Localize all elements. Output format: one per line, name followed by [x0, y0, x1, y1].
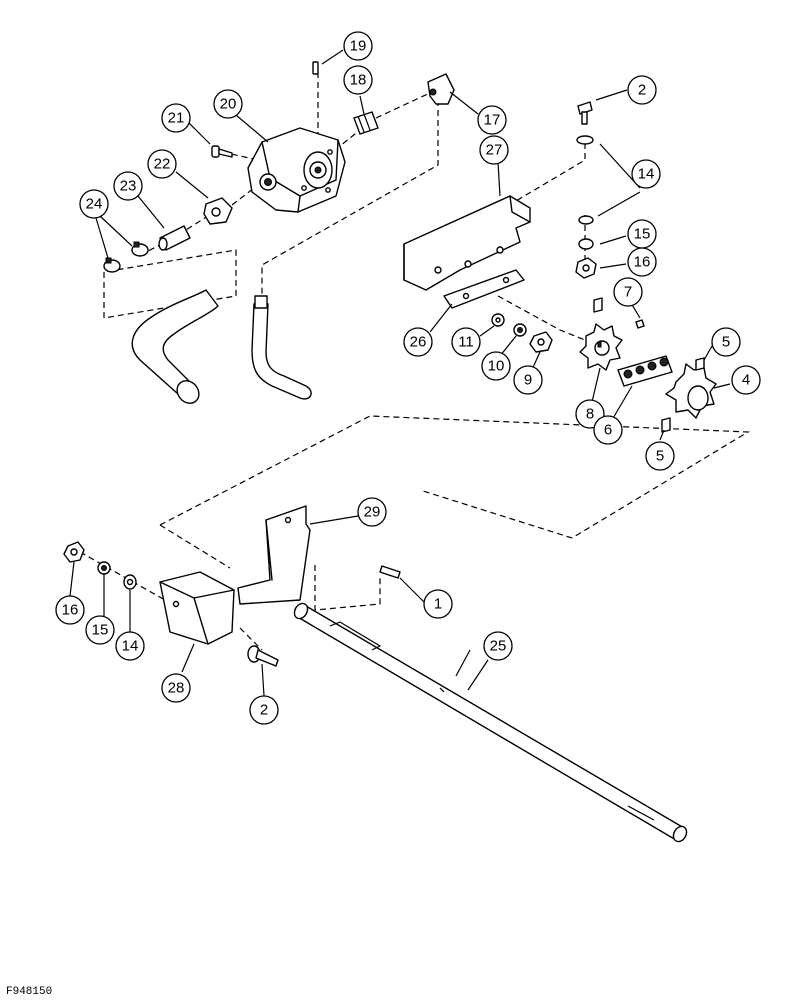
- callout-26: 26: [403, 327, 433, 357]
- svg-text:22: 22: [154, 156, 171, 173]
- svg-text:9: 9: [524, 372, 532, 389]
- svg-text:2: 2: [638, 82, 646, 99]
- svg-text:5: 5: [722, 334, 730, 351]
- svg-text:11: 11: [458, 334, 474, 351]
- callout-20: 20: [213, 89, 243, 119]
- hydraulic-motor-part: [247, 127, 346, 213]
- svg-text:14: 14: [638, 166, 655, 183]
- callout-5-bottom: 5: [645, 441, 675, 471]
- callout-22: 22: [147, 149, 177, 179]
- bracket-hardware-part: [575, 101, 597, 279]
- svg-text:5: 5: [656, 448, 664, 465]
- callout-5-top: 5: [711, 327, 741, 357]
- svg-text:17: 17: [484, 112, 501, 129]
- shaft-key-part: [379, 565, 401, 579]
- svg-text:10: 10: [488, 358, 505, 375]
- svg-text:15: 15: [634, 226, 651, 243]
- roll-pin-part: [312, 61, 319, 75]
- callout-14-bottom: 14: [115, 631, 145, 661]
- callout-1: 1: [423, 589, 453, 619]
- callout-21: 21: [161, 103, 191, 133]
- callout-16-bottom: 16: [55, 595, 85, 625]
- drive-shaft-part: [293, 602, 688, 843]
- callout-15-top: 15: [627, 219, 657, 249]
- svg-text:23: 23: [120, 178, 137, 195]
- svg-text:4: 4: [742, 372, 750, 389]
- svg-text:2: 2: [260, 702, 268, 719]
- svg-text:14: 14: [122, 638, 139, 655]
- callout-2-top: 2: [627, 75, 657, 105]
- callout-29: 29: [357, 497, 387, 527]
- callout-2-bottom: 2: [249, 695, 279, 725]
- callout-24: 24: [79, 189, 109, 219]
- callout-23: 23: [113, 171, 143, 201]
- callouts: 19 18 17 20 21 22 23 24 2 27 14 15 16 7 …: [55, 31, 761, 725]
- strap-part: [443, 269, 525, 309]
- callout-19: 19: [343, 31, 373, 61]
- roller-chain-part: [617, 355, 673, 387]
- driven-sprocket-part: [661, 357, 717, 433]
- callout-16-top: 16: [627, 247, 657, 277]
- svg-text:20: 20: [220, 96, 237, 113]
- callout-14-top: 14: [631, 159, 661, 189]
- leader-lines: [69, 49, 731, 697]
- assembly-lines: [79, 72, 751, 651]
- svg-text:16: 16: [62, 602, 79, 619]
- cover-hardware-part: [63, 541, 137, 590]
- svg-text:19: 19: [350, 38, 367, 55]
- callout-10: 10: [481, 351, 511, 381]
- callout-9: 9: [513, 365, 543, 395]
- hex-adapter-part: [203, 197, 233, 225]
- shaft-shield-part: [237, 505, 311, 605]
- svg-text:8: 8: [586, 406, 594, 423]
- svg-text:21: 21: [168, 110, 185, 127]
- svg-text:27: 27: [486, 142, 503, 159]
- callout-17: 17: [477, 105, 507, 135]
- strap-hardware-part: [491, 313, 553, 353]
- mounting-bracket-part: [403, 195, 531, 291]
- callout-11: 11: [451, 327, 481, 357]
- elbow-fitting-part: [427, 73, 455, 105]
- svg-text:25: 25: [490, 638, 507, 655]
- figure-code: F948150: [6, 986, 52, 998]
- svg-text:26: 26: [410, 334, 427, 351]
- fitting-part: [353, 111, 379, 135]
- callout-7: 7: [613, 277, 643, 307]
- carriage-bolt-part: [247, 645, 279, 667]
- svg-text:16: 16: [634, 254, 651, 271]
- callout-25: 25: [483, 631, 513, 661]
- callout-6: 6: [593, 415, 623, 445]
- svg-text:15: 15: [92, 622, 109, 639]
- svg-text:6: 6: [604, 422, 612, 439]
- hose-clamp-part: [103, 241, 149, 273]
- svg-text:24: 24: [86, 196, 103, 213]
- bolt-part: [211, 145, 233, 158]
- svg-text:28: 28: [168, 680, 185, 697]
- hose-barb-part: [158, 225, 191, 251]
- bearing-cover-part: [159, 571, 235, 645]
- callout-18: 18: [343, 65, 373, 95]
- svg-text:18: 18: [350, 72, 367, 89]
- svg-text:1: 1: [434, 596, 442, 613]
- hose-part: [131, 289, 312, 404]
- drive-sprocket-part: [579, 297, 645, 371]
- callout-4: 4: [731, 365, 761, 395]
- callout-28: 28: [161, 673, 191, 703]
- callout-27: 27: [479, 135, 509, 165]
- svg-text:29: 29: [364, 504, 381, 521]
- callout-15-bottom: 15: [85, 615, 115, 645]
- svg-text:7: 7: [624, 284, 632, 301]
